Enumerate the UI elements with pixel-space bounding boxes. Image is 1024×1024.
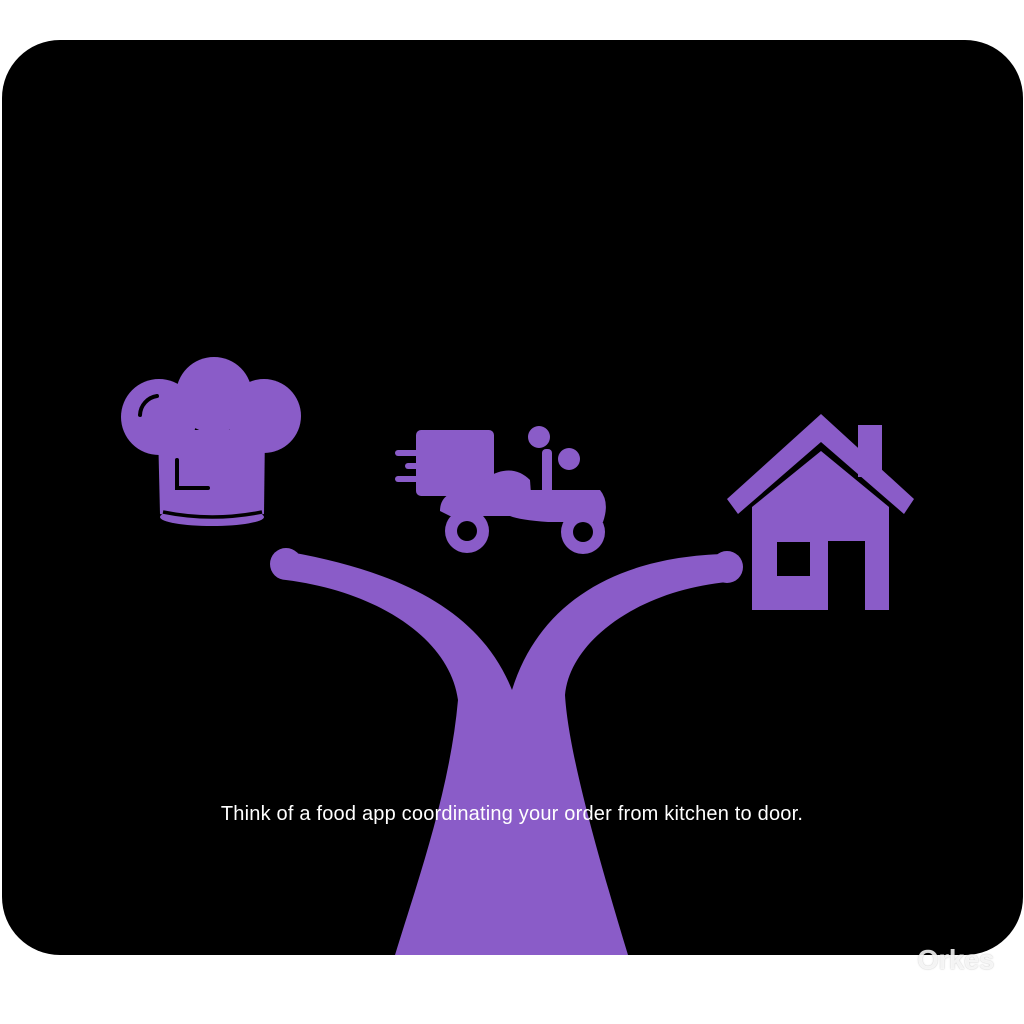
road-node-right: [711, 551, 743, 583]
caption-text: Think of a food app coordinating your or…: [220, 803, 804, 825]
watermark-logo: Orkes: [917, 944, 994, 975]
house-icon: [727, 414, 914, 610]
road-node-left: [270, 548, 302, 580]
delivery-scooter-icon: [395, 426, 606, 554]
forked-road: [286, 552, 728, 955]
chef-hat-icon: [121, 357, 301, 526]
